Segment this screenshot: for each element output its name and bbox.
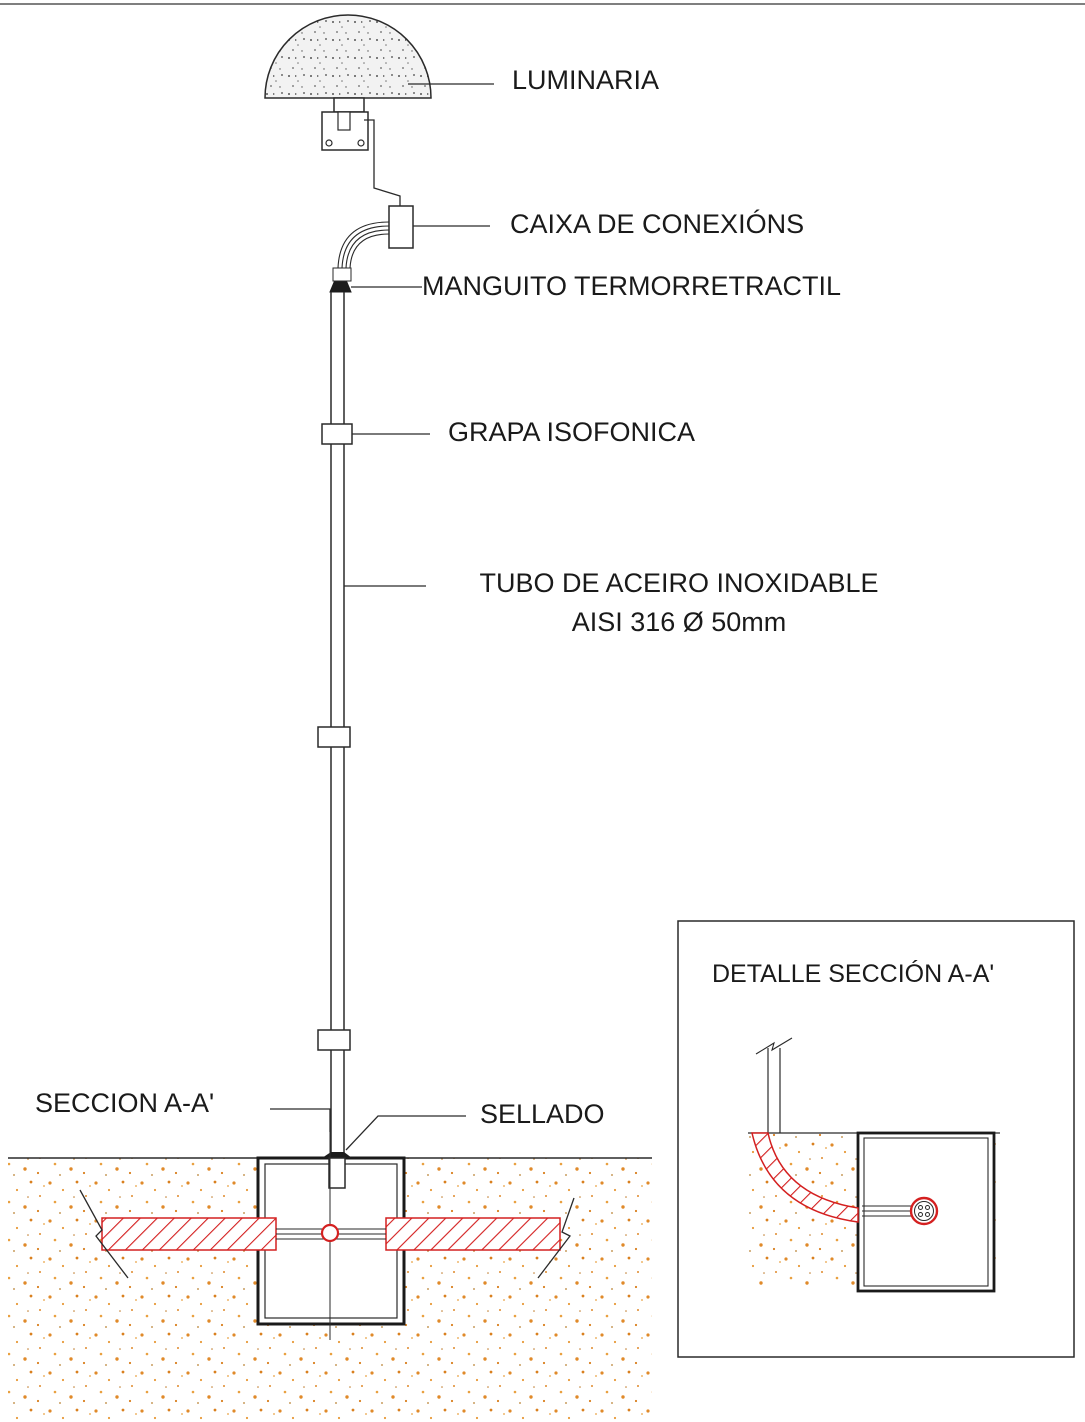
cable-bundle [337, 221, 390, 269]
label-caixa-conexions: CAIXA DE CONEXIÓNS [510, 209, 805, 239]
detail-curved-conduit [751, 1132, 859, 1223]
label-seccion: SECCION A-A' [35, 1088, 215, 1118]
clamp-3 [317, 1029, 351, 1051]
conduit-right [385, 1217, 561, 1251]
conduit-left [101, 1217, 277, 1251]
sealing [322, 1152, 352, 1158]
label-grapa: GRAPA ISOFONICA [448, 417, 696, 447]
feed-cable [364, 119, 401, 206]
junction-box [388, 205, 414, 249]
label-tubo-line2: AISI 316 Ø 50mm [571, 607, 787, 637]
heat-shrink-sleeve [329, 279, 352, 293]
luminaire [264, 14, 432, 151]
label-manguito: MANGUITO TERMORRETRACTIL [422, 271, 842, 301]
clamp-2 [317, 726, 351, 748]
detail-panel [677, 920, 1075, 1358]
cable-section-marker [320, 1223, 340, 1243]
break-line-right [537, 1197, 575, 1279]
label-tubo-line1: TUBO DE ACEIRO INOXIDABLE [479, 568, 879, 598]
label-sellado: SELLADO [480, 1099, 605, 1129]
leader-seccion [270, 1108, 331, 1132]
detail-title: DETALLE SECCIÓN A-A' [712, 960, 995, 988]
label-luminaria: LUMINARIA [512, 65, 660, 95]
clamp-1 [321, 423, 353, 445]
break-line-left [79, 1189, 129, 1279]
leader-sellado [345, 1115, 466, 1151]
luminaire-neck [333, 97, 365, 113]
